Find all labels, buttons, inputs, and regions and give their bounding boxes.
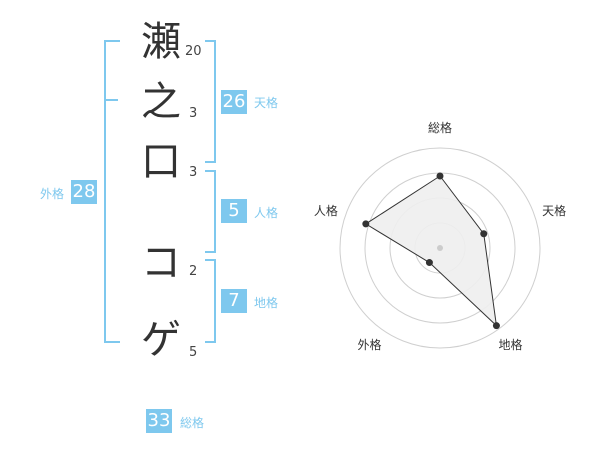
radar-axis-label-3: 地格 <box>499 337 523 352</box>
jinkaku-value: 5 <box>221 199 247 223</box>
stroke-count-5: 5 <box>189 345 198 360</box>
tenkaku-value: 26 <box>221 90 247 114</box>
name-char-4: コ <box>141 240 181 286</box>
radar-point-3 <box>492 322 500 330</box>
name-char-1: 瀬 <box>141 19 181 65</box>
tenkaku-label: 天格 <box>254 96 279 110</box>
stroke-count-1: 20 <box>185 44 202 59</box>
gaikaku-bracket-tick <box>106 99 118 101</box>
chikaku-label: 地格 <box>254 296 279 310</box>
gaikaku-label: 外格 <box>40 187 65 201</box>
tenkaku-bracket <box>205 40 216 163</box>
gaikaku-value: 28 <box>71 180 97 204</box>
chikaku-value: 7 <box>221 289 247 313</box>
stroke-count-3: 3 <box>189 165 198 180</box>
radar-ring-4 <box>339 147 541 349</box>
soukaku-value: 33 <box>146 409 172 433</box>
stroke-count-2: 3 <box>189 106 198 121</box>
radar-axis-label-5: 人格 <box>314 203 338 218</box>
jinkaku-label: 人格 <box>254 206 279 220</box>
radar-point-2 <box>480 230 488 238</box>
radar-point-5 <box>362 220 370 228</box>
name-char-2: 之 <box>141 79 181 125</box>
name-char-5: ゲ <box>141 317 181 363</box>
radar-axis-label-4: 外格 <box>357 337 381 352</box>
gaikaku-bracket <box>104 40 120 343</box>
radar-point-1 <box>436 172 444 180</box>
soukaku-label: 総格 <box>180 416 205 430</box>
chikaku-bracket <box>205 259 216 343</box>
radar-polygon <box>364 175 498 328</box>
jinkaku-bracket <box>205 170 216 253</box>
stroke-count-4: 2 <box>189 264 198 279</box>
radar-point-4 <box>425 259 433 267</box>
radar-axis-label-2: 天格 <box>542 203 566 218</box>
radar-center-dot <box>437 245 443 251</box>
radar-axis-label-1: 総格 <box>428 120 452 135</box>
name-char-3: 口 <box>141 139 181 185</box>
